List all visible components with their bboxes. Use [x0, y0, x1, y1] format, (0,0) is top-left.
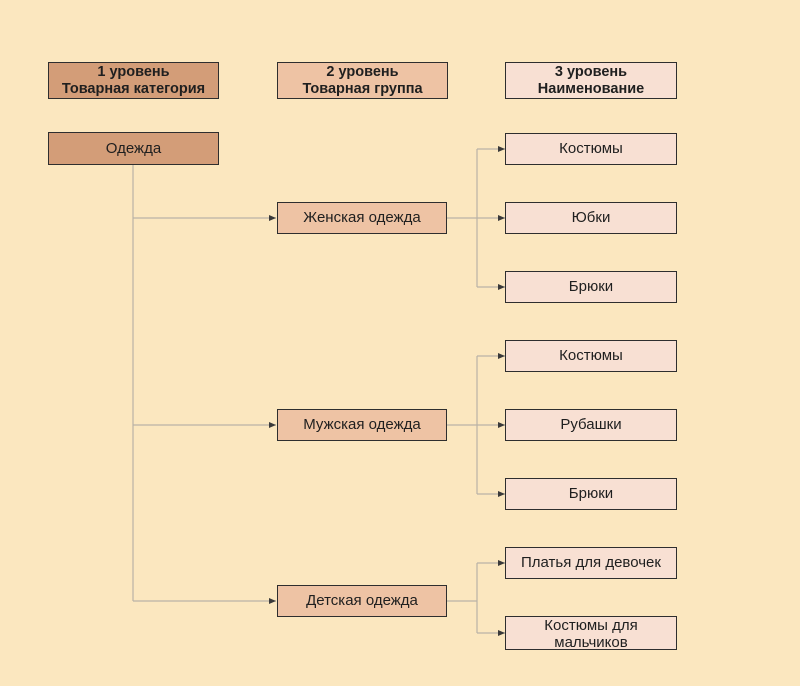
header-level-3: 3 уровень Наименование — [505, 62, 677, 99]
node-group-kids-label: Детская одежда — [306, 592, 418, 609]
node-group-kids: Детская одежда — [277, 585, 447, 617]
header-level-1-line1: 1 уровень — [97, 63, 170, 80]
node-item-label: Платья для девочек — [521, 554, 661, 571]
node-item-label-line1: Костюмы для — [544, 617, 638, 634]
node-item-kids-1: Платья для девочек — [505, 547, 677, 579]
header-level-1-line2: Товарная категория — [61, 80, 206, 97]
node-item-kids-2: Костюмы для мальчиков — [505, 616, 677, 651]
node-item-label: Рубашки — [560, 416, 622, 433]
node-item-label-line2: мальчиков — [554, 634, 628, 651]
node-item-label: Брюки — [568, 278, 614, 295]
node-item-label: Костюмы — [559, 347, 623, 364]
node-item-women-2: Юбки — [505, 202, 677, 234]
header-level-3-line2: Наименование — [537, 80, 645, 97]
node-item-men-3: Брюки — [505, 478, 677, 510]
header-level-3-line1: 3 уровень — [554, 63, 628, 80]
node-item-label: Костюмы — [559, 140, 623, 157]
node-item-label: Брюки — [568, 485, 614, 502]
node-group-women: Женская одежда — [277, 202, 447, 234]
header-level-2-line2: Товарная группа — [302, 80, 423, 97]
header-level-2: 2 уровень Товарная группа — [277, 62, 448, 99]
node-item-label: Юбки — [571, 209, 611, 226]
node-group-men-label: Мужская одежда — [303, 416, 421, 433]
node-category: Одежда — [48, 132, 219, 165]
node-item-men-1: Костюмы — [505, 340, 677, 372]
node-item-women-1: Костюмы — [505, 133, 677, 165]
node-group-women-label: Женская одежда — [303, 209, 421, 226]
node-category-label: Одежда — [105, 139, 162, 157]
node-group-men: Мужская одежда — [277, 409, 447, 441]
header-level-2-line1: 2 уровень — [326, 63, 399, 80]
header-level-1: 1 уровень Товарная категория — [48, 62, 219, 99]
node-item-men-2: Рубашки — [505, 409, 677, 441]
node-item-women-3: Брюки — [505, 271, 677, 303]
